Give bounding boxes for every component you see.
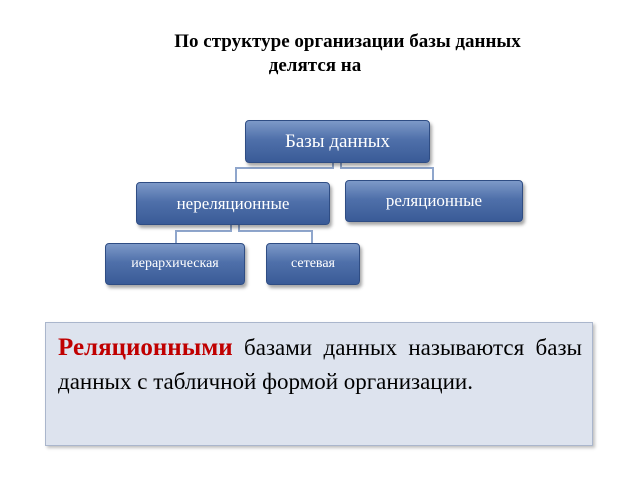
title-line-1: По структуре организации базы данных	[174, 31, 521, 52]
connector-root-to-relational	[340, 163, 434, 180]
definition-box: Реляционными базами данных называются ба…	[45, 322, 593, 446]
definition-text: базами данных называются базы данных с т…	[58, 335, 582, 394]
node-databases: Базы данных	[245, 120, 430, 163]
connector-nonrelational-to-hierarchical	[175, 225, 232, 243]
node-nonrelational: нереляционные	[136, 182, 330, 225]
slide-title: По структуре организации базы данных дел…	[0, 30, 640, 78]
node-network: сетевая	[266, 243, 360, 285]
connector-nonrelational-to-network	[238, 225, 313, 243]
definition-term: Реляционными	[58, 334, 233, 361]
node-hierarchical: иерархическая	[105, 243, 245, 285]
title-line-2: делятся на	[268, 55, 362, 76]
node-relational: реляционные	[345, 180, 523, 222]
connector-root-to-nonrelational	[235, 163, 334, 182]
